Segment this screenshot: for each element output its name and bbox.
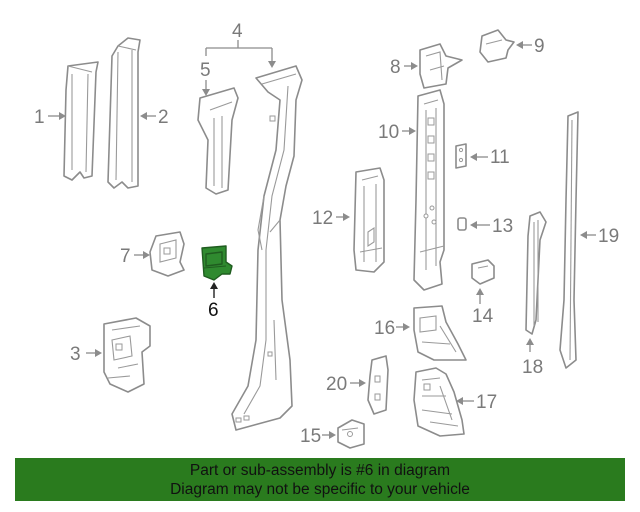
callout-2: 2 <box>140 107 169 128</box>
svg-text:5: 5 <box>200 60 211 81</box>
svg-text:14: 14 <box>472 306 494 327</box>
part-20[interactable] <box>367 355 389 415</box>
svg-text:8: 8 <box>390 57 401 78</box>
svg-text:16: 16 <box>374 318 395 339</box>
svg-text:19: 19 <box>598 226 619 247</box>
part-5[interactable] <box>197 87 239 195</box>
part-11[interactable] <box>455 143 467 169</box>
callout-4: 4 <box>205 21 276 68</box>
part-1[interactable] <box>63 61 99 181</box>
callout-5: 5 <box>200 60 211 96</box>
part-15[interactable] <box>337 419 365 449</box>
svg-text:12: 12 <box>312 208 333 229</box>
part-6-highlighted[interactable] <box>201 245 233 281</box>
callout-8: 8 <box>390 57 418 78</box>
banner-line-2: Diagram may not be specific to your vehi… <box>170 481 470 498</box>
part-14[interactable] <box>471 259 495 285</box>
svg-text:20: 20 <box>326 374 347 395</box>
callout-7: 7 <box>120 246 150 267</box>
svg-text:17: 17 <box>476 392 497 413</box>
part-10[interactable] <box>413 89 445 291</box>
part-18[interactable] <box>525 211 547 335</box>
callout-14: 14 <box>472 288 494 327</box>
part-7[interactable] <box>149 231 185 277</box>
svg-text:7: 7 <box>120 246 131 267</box>
callout-1: 1 <box>34 107 66 128</box>
callout-6: 6 <box>208 282 219 321</box>
svg-text:4: 4 <box>232 21 243 42</box>
part-12[interactable] <box>353 167 385 273</box>
part-17[interactable] <box>413 367 465 437</box>
callout-17: 17 <box>456 392 497 413</box>
callout-20: 20 <box>326 374 366 395</box>
callout-3: 3 <box>70 344 102 365</box>
svg-text:10: 10 <box>378 122 399 143</box>
callout-11: 11 <box>470 147 510 168</box>
callout-9: 9 <box>516 36 545 57</box>
callout-10: 10 <box>378 122 416 143</box>
part-4[interactable] <box>231 65 303 431</box>
svg-text:2: 2 <box>158 107 169 128</box>
parts-diagram: 1 2 3 4 <box>34 21 619 449</box>
part-9[interactable] <box>479 29 515 63</box>
callout-16: 16 <box>374 318 410 339</box>
svg-text:18: 18 <box>522 357 543 378</box>
callout-15: 15 <box>300 426 336 447</box>
svg-text:6: 6 <box>208 300 219 321</box>
svg-text:11: 11 <box>490 147 510 168</box>
part-13[interactable] <box>457 217 467 231</box>
svg-text:3: 3 <box>70 344 81 365</box>
svg-text:15: 15 <box>300 426 321 447</box>
callout-18: 18 <box>522 338 543 378</box>
part-8[interactable] <box>419 43 463 89</box>
info-banner: Part or sub-assembly is #6 in diagram Di… <box>15 458 625 501</box>
callout-13: 13 <box>470 216 513 237</box>
part-16[interactable] <box>413 305 467 361</box>
svg-text:13: 13 <box>492 216 513 237</box>
callout-12: 12 <box>312 208 350 229</box>
part-19[interactable] <box>559 111 579 369</box>
banner-line-1: Part or sub-assembly is #6 in diagram <box>189 462 451 479</box>
part-2[interactable] <box>107 37 141 189</box>
svg-text:9: 9 <box>534 36 545 57</box>
svg-text:1: 1 <box>34 107 45 128</box>
callout-19: 19 <box>580 226 619 247</box>
part-3[interactable] <box>103 317 151 393</box>
